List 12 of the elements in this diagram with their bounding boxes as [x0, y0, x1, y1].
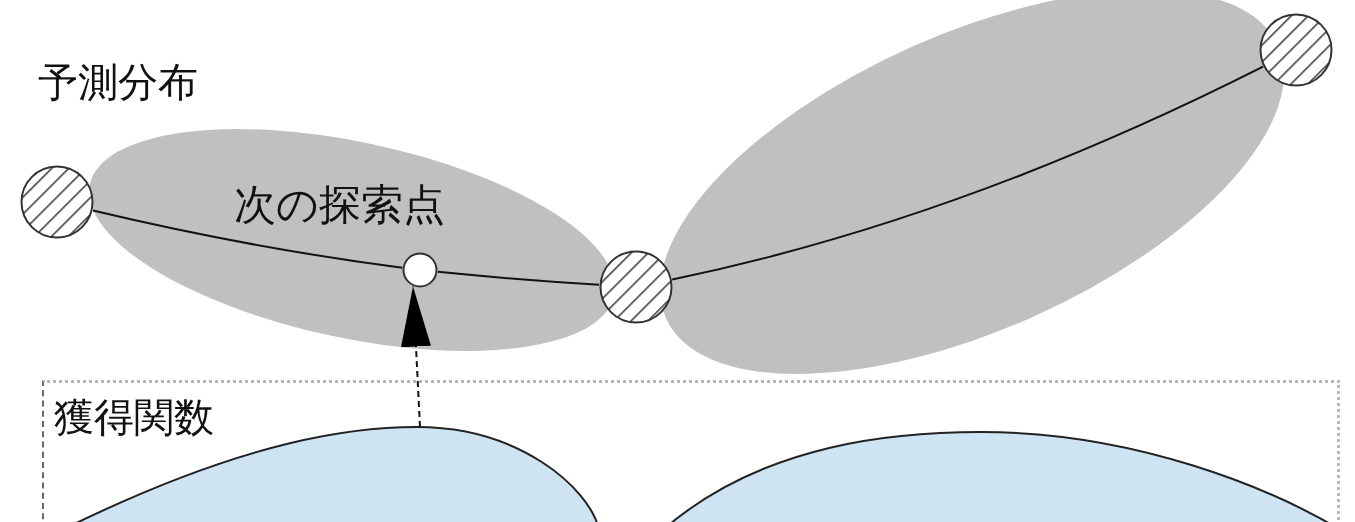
hatched-circle [599, 250, 673, 324]
region-title: 獲得関数 [54, 397, 214, 437]
connector-line [92, 209, 404, 269]
arrow [401, 285, 431, 428]
region-box [42, 380, 1340, 522]
hatched-circle [1259, 13, 1333, 87]
point-label: 次の探索点 [234, 184, 445, 226]
connector-line [436, 270, 601, 286]
chart-label: 予測分布 [38, 62, 198, 102]
point-marker [402, 252, 438, 288]
connector-line [671, 65, 1264, 281]
hatched-circle [20, 165, 94, 239]
